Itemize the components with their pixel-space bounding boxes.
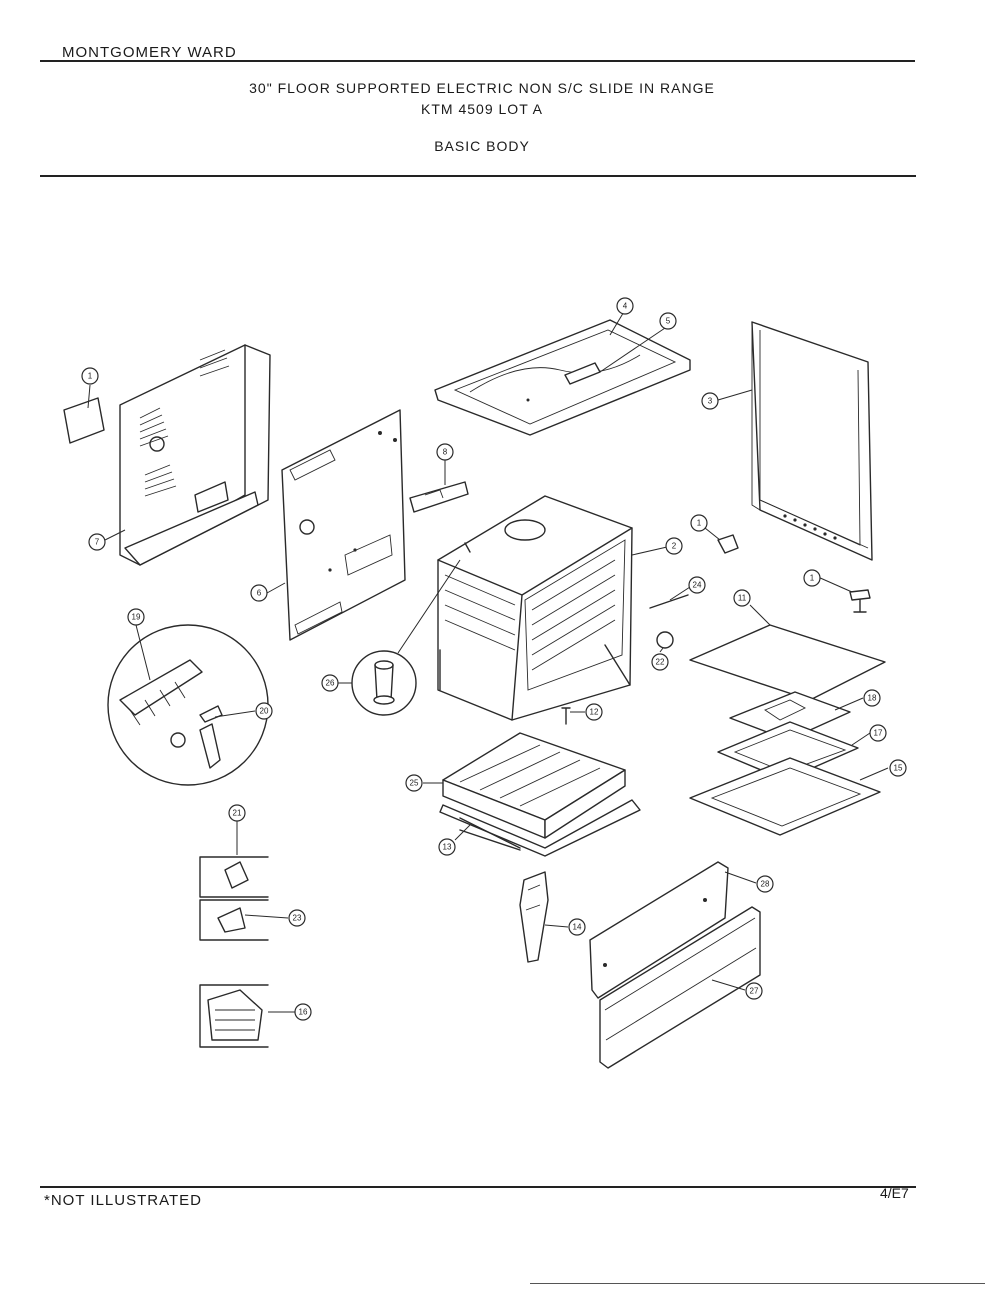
part-hinge <box>519 871 549 963</box>
callout-23: 23 <box>288 909 306 927</box>
svg-text:5: 5 <box>666 317 671 326</box>
svg-text:1: 1 <box>697 519 702 528</box>
part-cover-plate <box>63 397 105 444</box>
callout-22: 22 <box>651 653 669 671</box>
callout-2: 2 <box>665 537 683 555</box>
svg-text:28: 28 <box>761 880 770 889</box>
callout-1-a: 1 <box>81 367 99 385</box>
part-cooktop <box>434 319 691 436</box>
svg-text:20: 20 <box>260 707 269 716</box>
callout-18: 18 <box>863 689 881 707</box>
part-insulation-block <box>442 732 626 839</box>
callout-17: 17 <box>869 724 887 742</box>
callout-3: 3 <box>701 392 719 410</box>
svg-text:22: 22 <box>656 658 665 667</box>
part-side-panel-right <box>751 321 873 561</box>
section-title: BASIC BODY <box>434 138 530 154</box>
callout-6: 6 <box>250 584 268 602</box>
callout-7: 7 <box>88 533 106 551</box>
callout-28: 28 <box>756 875 774 893</box>
part-rear-panel <box>281 409 406 641</box>
diagram-title: 30" FLOOR SUPPORTED ELECTRIC NON S/C SLI… <box>249 80 715 96</box>
svg-text:13: 13 <box>443 843 452 852</box>
part-drawer-front <box>599 906 761 1069</box>
svg-text:17: 17 <box>874 729 883 738</box>
part-drawer-back <box>589 861 729 999</box>
callout-19: 19 <box>127 608 145 626</box>
svg-text:19: 19 <box>132 613 141 622</box>
svg-text:3: 3 <box>708 397 713 406</box>
callout-12: 12 <box>585 703 603 721</box>
detail-box-terminal <box>199 984 269 1048</box>
callout-16: 16 <box>294 1003 312 1021</box>
svg-text:16: 16 <box>299 1008 308 1017</box>
callout-13: 13 <box>438 838 456 856</box>
svg-text:11: 11 <box>738 594 747 603</box>
header-top-rule <box>40 60 915 62</box>
svg-text:23: 23 <box>293 914 302 923</box>
detail-box-switch <box>199 856 269 898</box>
svg-text:15: 15 <box>894 764 903 773</box>
scan-edge-line <box>530 1283 985 1284</box>
svg-text:27: 27 <box>750 987 759 996</box>
svg-text:12: 12 <box>590 708 599 717</box>
callout-8: 8 <box>436 443 454 461</box>
callout-27: 27 <box>745 982 763 1000</box>
callout-20: 20 <box>255 702 273 720</box>
callout-21: 21 <box>228 804 246 822</box>
callout-11: 11 <box>733 589 751 607</box>
callout-15: 15 <box>889 759 907 777</box>
callout-5: 5 <box>659 312 677 330</box>
svg-text:4: 4 <box>623 302 628 311</box>
leader-lines <box>87 309 889 1013</box>
svg-text:14: 14 <box>573 923 582 932</box>
detail-box-bracket <box>199 899 269 941</box>
header-bottom-rule <box>40 175 916 177</box>
part-small-screw <box>561 707 571 725</box>
callout-25: 25 <box>405 774 423 792</box>
part-base-pan <box>439 799 641 857</box>
part-bracket <box>409 481 469 513</box>
part-leveling-leg <box>849 589 871 613</box>
part-clip <box>717 534 739 554</box>
detail-terminal-block <box>107 624 269 786</box>
part-oven-rack <box>689 624 886 701</box>
part-outer-frame <box>689 757 881 836</box>
part-small-rod <box>649 594 689 609</box>
part-light-cover <box>656 631 674 649</box>
svg-text:6: 6 <box>257 589 262 598</box>
svg-text:7: 7 <box>95 538 100 547</box>
svg-text:18: 18 <box>868 694 877 703</box>
svg-text:21: 21 <box>233 809 242 818</box>
page-code: 4/E7 <box>880 1185 909 1201</box>
model-number: KTM 4509 LOT A <box>421 101 543 117</box>
svg-text:8: 8 <box>443 448 448 457</box>
svg-text:1: 1 <box>810 574 815 583</box>
svg-text:24: 24 <box>693 581 702 590</box>
svg-text:1: 1 <box>88 372 93 381</box>
brand-name: MONTGOMERY WARD <box>62 44 237 61</box>
callout-24: 24 <box>688 576 706 594</box>
callout-26: 26 <box>321 674 339 692</box>
svg-text:2: 2 <box>672 542 677 551</box>
svg-text:25: 25 <box>410 779 419 788</box>
part-oven-body <box>437 495 633 721</box>
callout-1-c: 1 <box>803 569 821 587</box>
callout-1-b: 1 <box>690 514 708 532</box>
callout-14: 14 <box>568 918 586 936</box>
svg-text:26: 26 <box>326 679 335 688</box>
footnote: *NOT ILLUSTRATED <box>44 1192 202 1209</box>
footer-rule <box>40 1186 916 1188</box>
callout-4: 4 <box>616 297 634 315</box>
part-side-panel-left <box>119 344 271 566</box>
